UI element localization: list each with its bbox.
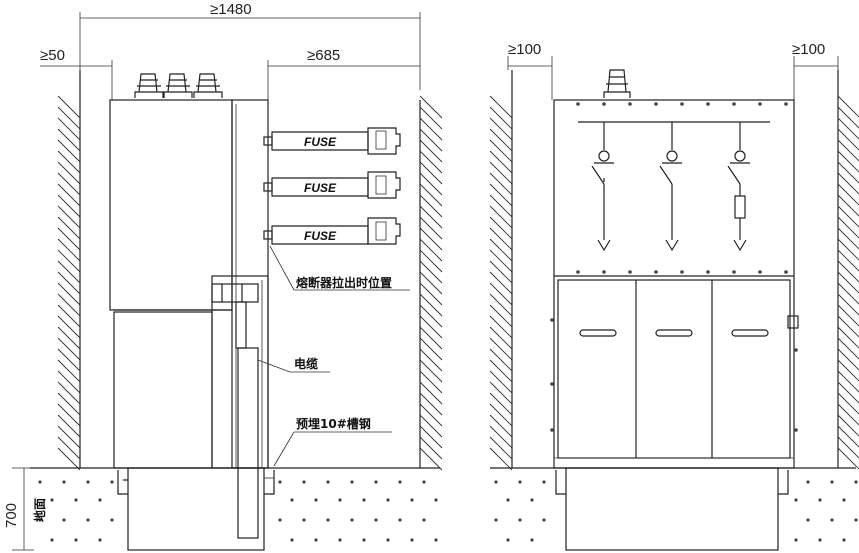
door-handle-3 (731, 329, 769, 337)
cabinet-front-view (553, 69, 799, 469)
fuse-carrier-2: FUSE (263, 171, 401, 199)
dimension-lines-left (12, 12, 421, 551)
switch-branch-1 (591, 122, 614, 252)
bushing-2 (163, 73, 193, 98)
dim-right-gap: ≥685 (307, 47, 340, 64)
door-handle-2 (655, 329, 693, 337)
leader-lines (257, 245, 410, 467)
ground-left (30, 467, 440, 551)
wall-left-b (489, 70, 513, 471)
fuse-label-2: FUSE (304, 181, 337, 195)
dim-depth: 700 (3, 503, 20, 528)
wall-right-a (419, 95, 443, 471)
wall-left-a (57, 70, 81, 471)
channel-steel-label: 预埋10#槽钢 (296, 416, 371, 431)
cable-label: 电缆 (294, 356, 318, 371)
fuse-carrier-1: FUSE (263, 127, 401, 155)
dim-left-gap: ≥50 (40, 47, 65, 64)
fuse-label-3: FUSE (304, 229, 337, 243)
wall-right-b (837, 70, 859, 470)
fuse-pull-position-label: 熔断器拉出时位置 (296, 275, 392, 290)
fuse-switch-branch-3 (727, 122, 750, 252)
cabinet-side-view (109, 99, 269, 469)
dimension-lines-right (507, 56, 839, 100)
cable-terminal (211, 283, 259, 539)
dim-side-right: ≥100 (792, 41, 825, 58)
fuse-label-1: FUSE (304, 135, 337, 149)
bushing-3 (193, 73, 223, 98)
panel-rivets (550, 102, 798, 432)
ground-right (490, 467, 858, 551)
switch-branch-2 (659, 122, 682, 252)
fuse-carrier-3: FUSE (263, 217, 401, 245)
floor-label: 地面 (32, 498, 47, 522)
dim-total-width: ≥1480 (210, 1, 252, 18)
bushing-1 (134, 73, 164, 98)
door-handle-1 (579, 329, 617, 337)
dim-side-left: ≥100 (508, 41, 541, 58)
